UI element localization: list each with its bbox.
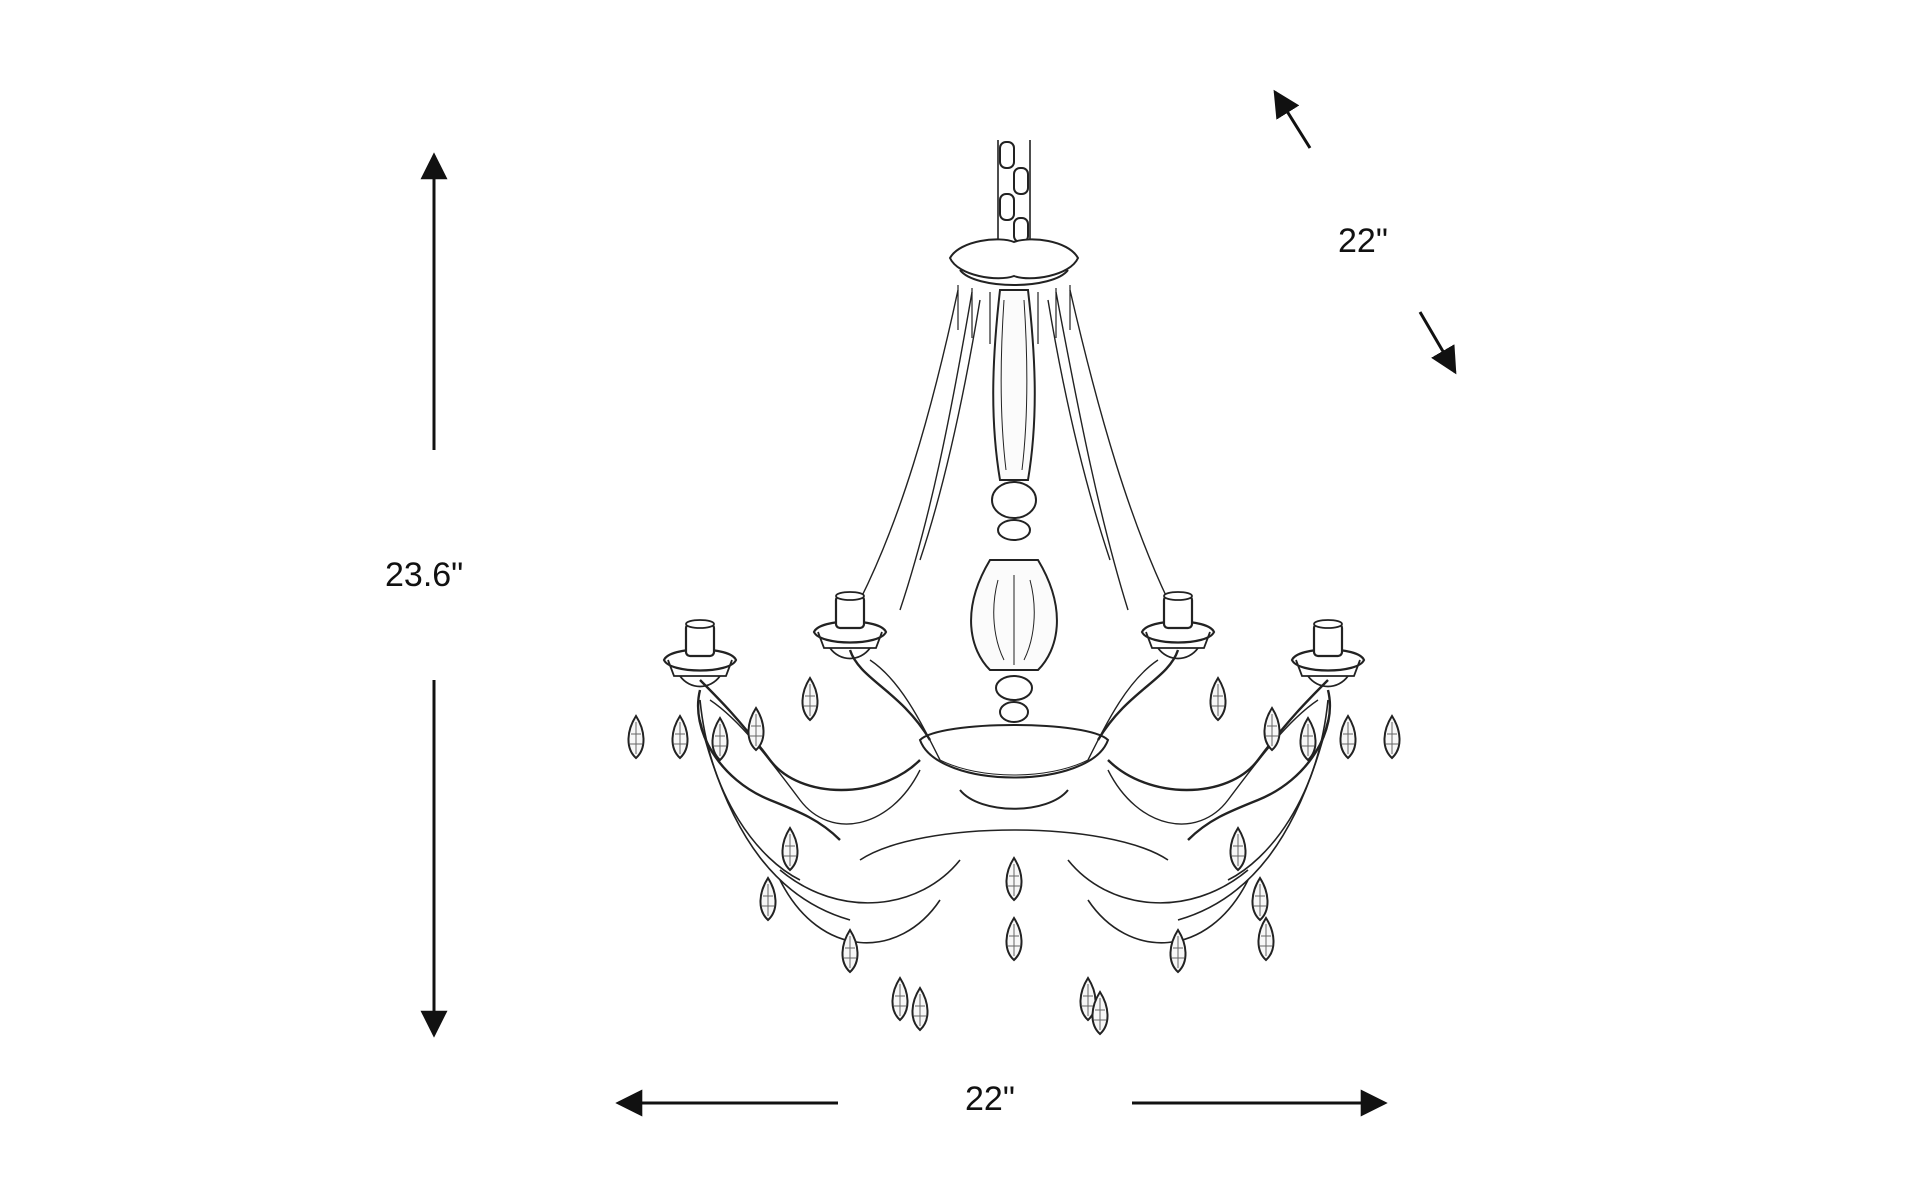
depth-arrow-bottom — [1418, 311, 1457, 375]
height-dimension-label: 23.6" — [385, 556, 464, 594]
bead-garlands — [699, 699, 1329, 944]
chandelier-illustration — [627, 140, 1401, 1035]
width-dimension-label: 22" — [965, 1080, 1015, 1118]
depth-dimension-label: 22" — [1338, 222, 1388, 260]
bead-strands — [859, 289, 1169, 611]
chain — [997, 140, 1031, 243]
depth-arrow-top — [1273, 89, 1312, 149]
